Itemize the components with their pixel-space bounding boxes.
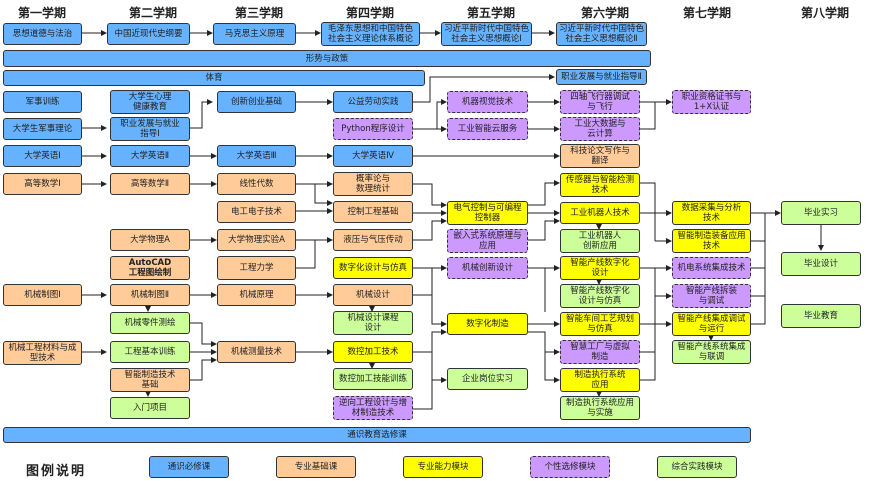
- course-grad-education[interactable]: 毕业教育: [781, 304, 861, 328]
- course-pe-bar[interactable]: 体育: [3, 70, 425, 86]
- semester-header-7: 第七学期: [682, 6, 731, 20]
- course-bigdata[interactable]: 工业大数据与 云计算: [560, 117, 640, 141]
- legend-general-required: 通识必修课: [149, 456, 229, 478]
- course-mechanics[interactable]: 工程力学: [217, 256, 296, 280]
- legend-personal-elective: 个性选修模块: [530, 456, 610, 478]
- course-linear-algebra[interactable]: 线性代数: [217, 173, 296, 195]
- course-mechatronics[interactable]: 机电系统集成技术: [672, 257, 751, 279]
- semester-header-3: 第三学期: [234, 6, 283, 20]
- course-english-4[interactable]: 大学英语Ⅳ: [333, 145, 413, 167]
- course-general-elective-bar[interactable]: 通识教育选修课: [3, 427, 751, 443]
- semester-header-6: 第六学期: [580, 6, 629, 20]
- course-career-2[interactable]: 职业发展与就业指导Ⅱ: [556, 69, 647, 85]
- course-military-training[interactable]: 军事训练: [3, 91, 82, 113]
- course-robot-innovation[interactable]: 工业机器人 创新应用: [560, 229, 640, 253]
- course-probability[interactable]: 概率论与 数理统计: [333, 172, 413, 196]
- course-smart-factory[interactable]: 智慧工厂与虚拟 制造: [560, 340, 640, 364]
- course-hydraulics[interactable]: 液压与气压传动: [333, 229, 413, 251]
- course-physics-a[interactable]: 大学物理A: [110, 229, 190, 251]
- course-grad-design[interactable]: 毕业设计: [781, 252, 861, 276]
- course-english-1[interactable]: 大学英语Ⅰ: [3, 145, 82, 167]
- course-english-2[interactable]: 大学英语Ⅱ: [110, 145, 190, 167]
- course-mental-health[interactable]: 大学生心理 健康教育: [110, 90, 190, 114]
- course-grad-internship[interactable]: 毕业实习: [781, 201, 861, 225]
- course-line-system[interactable]: 智能产线系统集成 与联调: [672, 340, 751, 364]
- course-line-integration[interactable]: 智能产线集成调试 与运行: [672, 312, 751, 336]
- course-math-2[interactable]: 高等数学Ⅱ: [110, 173, 190, 195]
- course-english-3[interactable]: 大学英语Ⅲ: [217, 145, 296, 167]
- course-xi-thought-2[interactable]: 习近平新时代中国特色 社会主义思想概论Ⅱ: [556, 22, 647, 46]
- course-python[interactable]: Python程序设计: [333, 118, 413, 140]
- course-control-eng[interactable]: 控制工程基础: [333, 201, 413, 223]
- course-digital-mfg[interactable]: 数字化制造: [447, 313, 528, 335]
- course-mech-principles[interactable]: 机械原理: [217, 284, 296, 306]
- course-innovation[interactable]: 创新创业基础: [217, 91, 296, 113]
- course-materials-forming[interactable]: 机械工程材料与成型技术: [3, 341, 82, 365]
- course-mech-innovation[interactable]: 机械创新设计: [447, 257, 528, 279]
- course-industrial-cloud[interactable]: 工业智能云服务: [447, 118, 528, 140]
- course-math-1[interactable]: 高等数学Ⅰ: [3, 173, 82, 195]
- course-smart-mfg-basics[interactable]: 智能制造技术 基础: [110, 368, 190, 392]
- course-line-digital-sim[interactable]: 智能产线数字化 设计与仿真: [560, 284, 640, 308]
- course-line-digital[interactable]: 智能产线数字化 设计: [560, 256, 640, 280]
- course-military-theory[interactable]: 大学生军事理论: [3, 118, 82, 140]
- course-policy-bar[interactable]: 形势与政策: [3, 50, 651, 67]
- legend-professional-basic: 专业基础课: [276, 456, 356, 478]
- course-paper-writing[interactable]: 科技论文写作与 翻译: [560, 144, 640, 168]
- course-embedded[interactable]: 嵌入式系统原理与 应用: [447, 229, 528, 253]
- course-parts-mapping[interactable]: 机械零件测绘: [110, 312, 190, 334]
- course-electrical[interactable]: 电工电子技术: [217, 201, 296, 223]
- semester-header-2: 第二学期: [128, 6, 177, 20]
- course-mao-thought[interactable]: 毛泽东思想和中国特色 社会主义理论体系概论: [321, 22, 420, 46]
- course-physics-lab[interactable]: 大学物理实验A: [217, 229, 296, 251]
- course-drone[interactable]: 四轴飞行器调试 与飞行: [560, 90, 640, 114]
- course-mech-design[interactable]: 机械设计: [333, 284, 413, 306]
- course-robotics[interactable]: 工业机器人技术: [560, 202, 640, 224]
- course-enterprise-internship[interactable]: 企业岗位实习: [447, 368, 528, 390]
- course-smart-equipment[interactable]: 智能制造装备应用 技术: [672, 229, 751, 253]
- course-data-acquisition[interactable]: 数据采集与分析 技术: [672, 201, 751, 225]
- course-reverse-eng[interactable]: 逆向工程设计与增 材制造技术: [333, 396, 413, 420]
- course-measurement[interactable]: 机械测量技术: [217, 341, 296, 363]
- course-mes-impl[interactable]: 制造执行系统应用 与实施: [560, 396, 640, 420]
- course-career-1[interactable]: 职业发展与就业 指导Ⅰ: [110, 117, 190, 141]
- course-intro-project[interactable]: 入门项目: [110, 397, 190, 419]
- course-plc[interactable]: 电气控制与可编程 控制器: [447, 201, 528, 225]
- course-sensors[interactable]: 传感器与智能检测 技术: [560, 173, 640, 197]
- semester-header-1: 第一学期: [17, 6, 66, 20]
- course-mes[interactable]: 制造执行系统 应用: [560, 368, 640, 392]
- course-autocad[interactable]: AutoCAD 工程图绘制: [110, 256, 190, 280]
- course-public-service[interactable]: 公益劳动实践: [333, 91, 413, 113]
- course-line-assembly[interactable]: 智能产线拆装 与调试: [672, 284, 751, 308]
- course-cnc[interactable]: 数控加工技术: [333, 341, 413, 363]
- semester-header-8: 第八学期: [800, 6, 849, 20]
- course-modern-history[interactable]: 中国近现代史纲要: [107, 23, 190, 45]
- course-cnc-training[interactable]: 数控加工技能训练: [333, 368, 413, 390]
- course-digital-design[interactable]: 数字化设计与仿真: [333, 257, 413, 279]
- course-engineering-training[interactable]: 工程基本训练: [110, 341, 190, 363]
- course-drawing-1[interactable]: 机械制图Ⅰ: [3, 284, 82, 306]
- course-drawing-2[interactable]: 机械制图Ⅱ: [110, 284, 190, 306]
- course-ideology-law[interactable]: 思想道德与法治: [3, 23, 82, 45]
- legend-title: 图例说明: [26, 464, 87, 479]
- semester-header-5: 第五学期: [466, 6, 515, 20]
- course-certification[interactable]: 职业资格证书与 1+X认证: [672, 90, 751, 114]
- legend-comprehensive-practice: 综合实践模块: [657, 456, 737, 478]
- semester-header-4: 第四学期: [345, 6, 394, 20]
- legend-professional-ability: 专业能力模块: [403, 456, 483, 478]
- course-mech-design-project[interactable]: 机械设计课程 设计: [333, 311, 413, 335]
- course-marxism[interactable]: 马克思主义原理: [213, 23, 296, 45]
- course-workshop-planning[interactable]: 智能车间工艺规划 与仿真: [560, 312, 640, 336]
- course-xi-thought-1[interactable]: 习近平新时代中国特色 社会主义思想概论Ⅰ: [441, 22, 532, 46]
- course-machine-vision[interactable]: 机器视觉技术: [447, 91, 528, 113]
